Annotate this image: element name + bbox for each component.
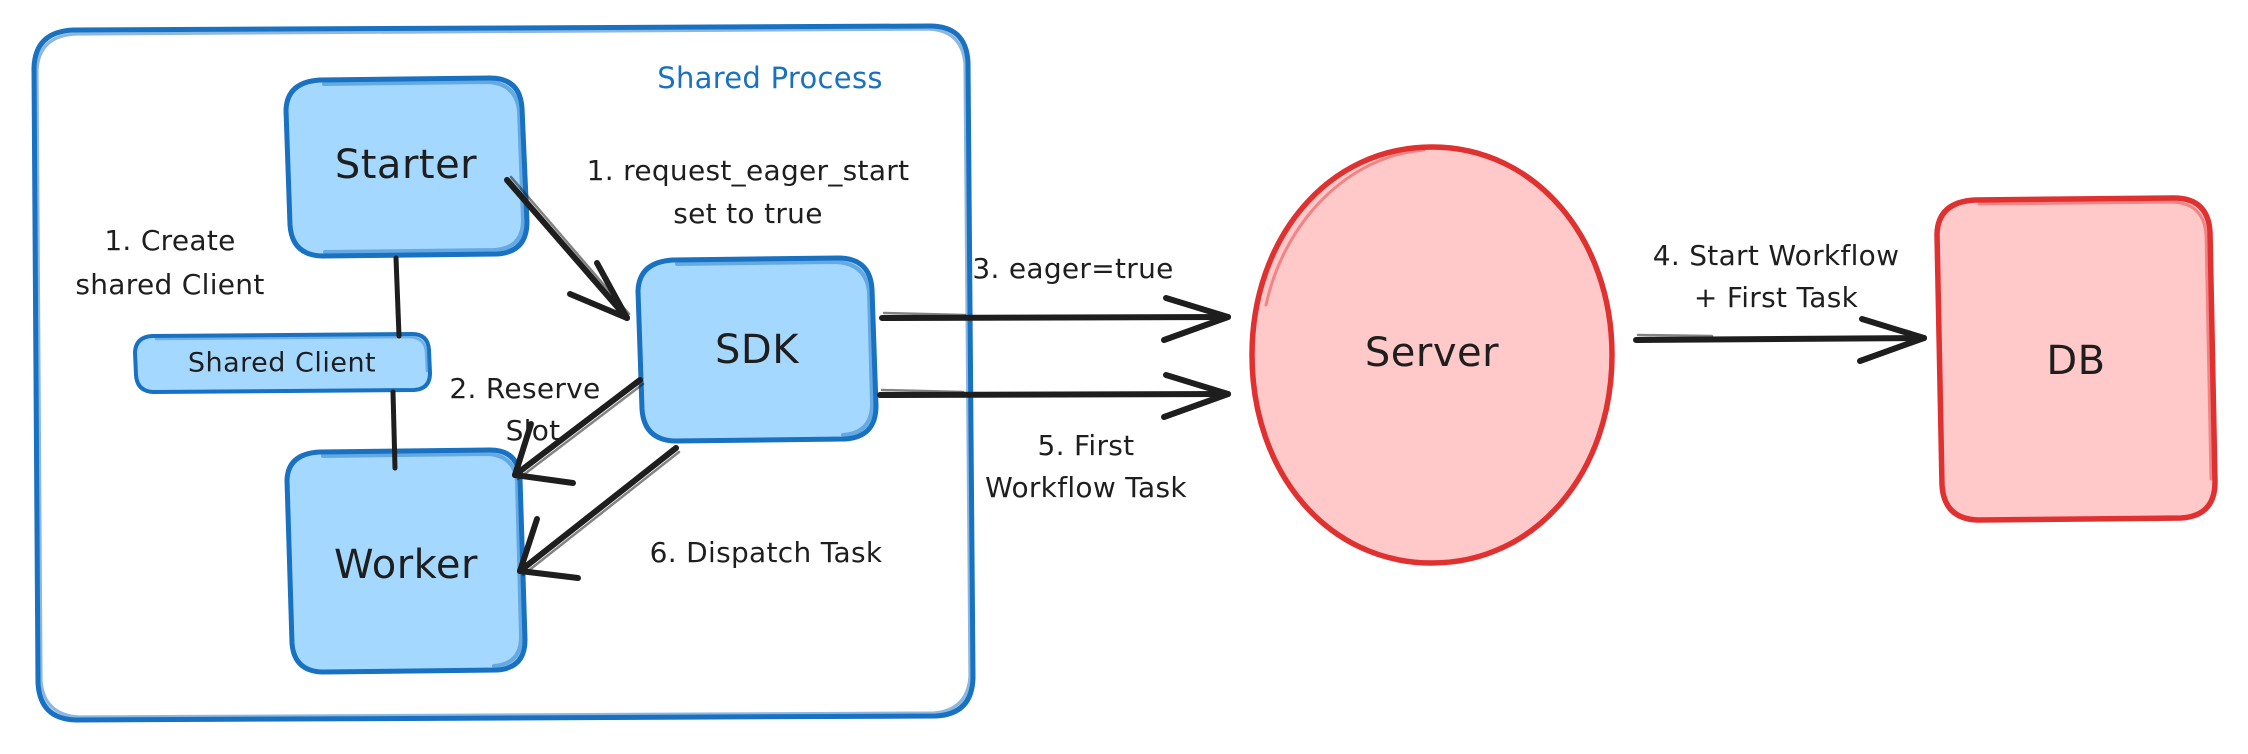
db-label: DB [2046,338,2105,384]
shared-process-label: Shared Process [657,61,883,95]
first-workflow-task-line1: 5. First [1038,429,1135,462]
sdk-server-first-task-head-b [1161,391,1231,420]
sdk-worker-dispatch-shaft [517,445,679,574]
label-request-eager-start: 1. request_eager_start set to true [587,154,910,230]
request-eager-start-line1: 1. request_eager_start [587,154,910,187]
shared-process-group: Shared Process [31,23,976,723]
dispatch-task-text: 6. Dispatch Task [650,536,883,569]
edge-sdk-to-worker-reserve [512,377,645,486]
label-dispatch-task: 6. Dispatch Task [650,536,883,569]
sdk-worker-reserve-shaft-ghost [516,382,645,481]
server-db-head-a [1859,316,1927,341]
node-sdk[interactable]: SDK [635,255,879,444]
label-start-workflow: 4. Start Workflow + First Task [1653,239,1900,314]
shared-process-border-secondary [35,27,972,719]
sdk-worker-reserve-head-b [512,421,534,478]
node-db[interactable]: DB [1934,195,2218,523]
worker-border-secondary [321,452,523,668]
reserve-slot-line1: 2. Reserve [449,372,600,405]
sdk-border-secondary [675,260,874,437]
sdk-worker-reserve-shaft [512,377,643,478]
starter-border [283,75,530,259]
starter-label: Starter [335,142,477,188]
edge-sdk-to-server-eager [879,295,1231,343]
shared-client-worker-line [390,389,398,471]
db-fill [1937,198,2215,520]
sdk-server-first-task-head-a [1163,372,1231,397]
sdk-server-eager-shaft [879,314,1231,321]
server-db-head-b [1857,335,1927,364]
label-eager-true: 3. eager=true [972,252,1173,285]
node-starter[interactable]: Starter [283,75,530,259]
edge-starter-to-shared-client [393,255,402,339]
shared-client-label: Shared Client [188,348,376,379]
edge-sdk-to-server-first-task [877,372,1231,420]
edge-starter-to-sdk [504,175,631,321]
shared-client-fill [135,334,430,392]
server-border-secondary [1264,148,1426,307]
request-eager-start-line2: set to true [673,197,822,230]
server-db-shaft-ghost [1636,333,1714,338]
sdk-worker-dispatch-head-a [517,568,581,581]
sdk-server-eager-shaft-ghost [882,311,967,317]
sdk-border [635,255,879,444]
db-border-secondary [1977,200,2213,481]
sdk-server-eager-head-a [1163,295,1231,320]
shared-client-border [133,332,432,394]
shared-process-border [31,23,976,723]
shared-client-border-secondary [154,335,429,373]
label-create-shared-client: 1. Create shared Client [75,224,264,301]
starter-sdk-shaft [504,177,630,321]
edge-sdk-to-worker-dispatch [517,445,681,581]
sdk-server-first-task-shaft [877,391,1231,398]
starter-sdk-head-b [594,260,630,321]
starter-shared-client-line [393,255,402,339]
sdk-server-eager-head-b [1161,314,1231,343]
first-workflow-task-line2: Workflow Task [985,471,1187,504]
worker-label: Worker [334,542,478,588]
label-reserve-slot: 2. Reserve Slot [449,372,600,447]
node-server[interactable]: Server [1249,144,1615,566]
create-shared-client-line1: 1. Create [104,224,235,257]
sdk-worker-dispatch-head-b [517,516,540,574]
start-workflow-line2: + First Task [1694,281,1859,314]
starter-sdk-head-a [567,291,630,321]
edge-server-to-db [1633,316,1927,364]
server-fill [1252,147,1612,563]
sdk-fill [638,258,876,441]
label-first-workflow-task: 5. First Workflow Task [985,429,1187,504]
worker-border [284,447,528,675]
start-workflow-line1: 4. Start Workflow [1653,239,1900,272]
sdk-worker-dispatch-shaft-ghost [521,450,681,577]
node-shared-client[interactable]: Shared Client [133,332,432,394]
node-worker[interactable]: Worker [284,447,528,675]
sdk-worker-reserve-head-a [512,472,576,486]
server-border [1249,144,1615,566]
reserve-slot-line2: Slot [506,414,561,447]
sdk-label: SDK [715,327,800,373]
eager-true-text: 3. eager=true [972,252,1173,285]
starter-border-secondary [322,80,525,254]
db-border [1934,195,2218,523]
edge-shared-client-to-worker [390,389,398,471]
server-label: Server [1365,330,1499,376]
create-shared-client-line2: shared Client [75,268,264,301]
starter-fill [286,78,527,256]
server-db-shaft [1633,335,1927,343]
worker-fill [287,450,525,672]
sdk-server-first-task-shaft-ghost [880,388,965,394]
